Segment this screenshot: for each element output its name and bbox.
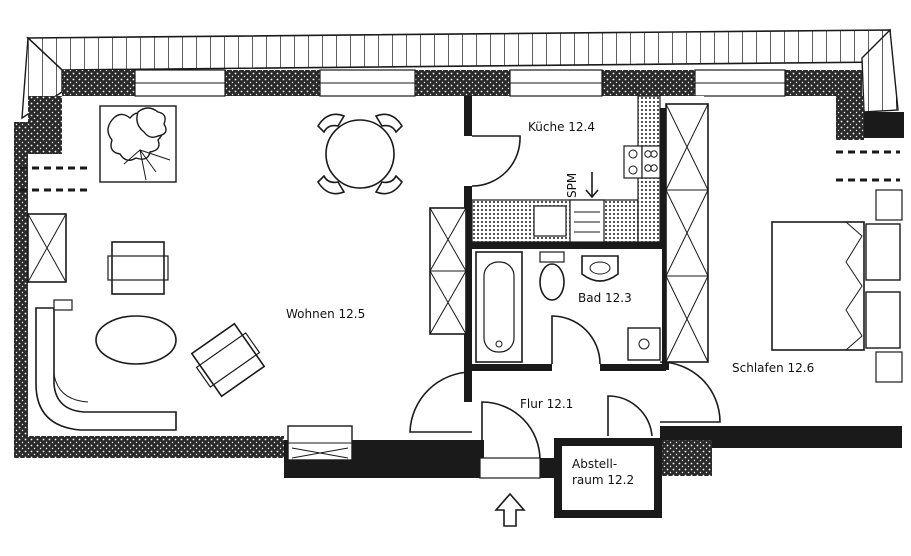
shelf-wohnen [429,207,467,335]
wardrobes [27,103,709,363]
bathtub [475,251,523,363]
toilet [539,263,565,301]
cabinet-left [27,213,67,283]
plant-icon [99,105,177,183]
doors [409,135,721,479]
room-label-wohnen: Wohnen 12.5 [286,307,365,321]
up-arrow-icon [494,492,526,527]
dining-table [316,113,404,195]
wohnen-furniture [35,105,404,431]
spm-label: SPM [565,173,579,198]
room-label-schlafen: Schlafen 12.6 [732,361,814,375]
room-label-kueche: Küche 12.4 [528,120,595,134]
roof-strip [21,28,899,120]
room-label-flur: Flur 12.1 [520,397,573,411]
washbasin [581,255,619,282]
room-label-bad: Bad 12.3 [578,291,632,305]
washing-machine [627,327,661,361]
exterior-walls [14,69,904,478]
room-label-abstell-2: raum 12.2 [572,473,634,487]
wardrobe-schlafen [665,103,709,363]
bed [771,221,865,351]
bathroom-fixtures [475,251,661,363]
armchair [107,241,169,295]
side-chair [190,322,266,398]
nightstand-bottom [875,351,903,383]
bedroom-furniture [771,189,903,383]
sofa [35,299,177,431]
coffee-table [95,315,177,365]
nightstand-top [875,189,903,221]
room-label-abstell-1: Abstell- [572,457,617,471]
kitchen-counter [471,95,661,243]
